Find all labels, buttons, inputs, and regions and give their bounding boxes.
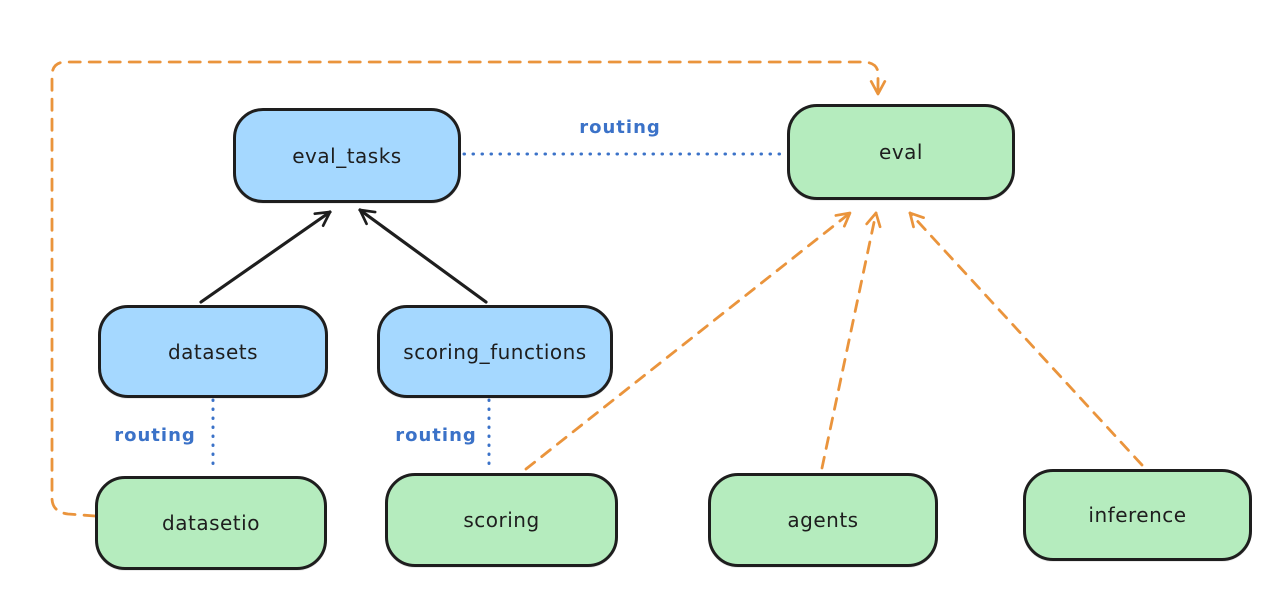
node-eval-tasks-label: eval_tasks — [292, 143, 402, 168]
node-agents-label: agents — [787, 508, 859, 532]
node-eval: eval — [787, 104, 1015, 200]
node-inference: inference — [1023, 469, 1252, 561]
edge-datasets-to-eval-tasks — [199, 210, 332, 304]
edge-datasetio-to-eval — [50, 60, 887, 518]
node-datasetio-label: datasetio — [162, 511, 260, 535]
node-eval-tasks: eval_tasks — [233, 108, 461, 203]
node-scoring-label: scoring — [463, 508, 540, 532]
node-agents: agents — [708, 473, 938, 567]
node-datasets-label: datasets — [167, 339, 259, 364]
node-scoring-functions-label: scoring_functions — [403, 339, 587, 364]
node-scoring-functions: scoring_functions — [377, 305, 613, 398]
node-scoring: scoring — [385, 473, 618, 567]
routing-label-scoring: routing — [395, 425, 477, 446]
node-eval-label: eval — [879, 140, 923, 164]
edge-scoring-to-eval — [524, 211, 852, 471]
node-inference-label: inference — [1088, 503, 1187, 527]
edge-agents-to-eval — [820, 211, 882, 470]
routing-label-datasetio: routing — [114, 425, 196, 446]
node-datasetio: datasetio — [95, 476, 327, 570]
node-datasets: datasets — [98, 305, 328, 398]
edge-scoring-functions-to-eval-tasks — [358, 208, 488, 304]
routing-label-eval: routing — [579, 117, 661, 138]
edge-inference-to-eval — [908, 211, 1144, 467]
